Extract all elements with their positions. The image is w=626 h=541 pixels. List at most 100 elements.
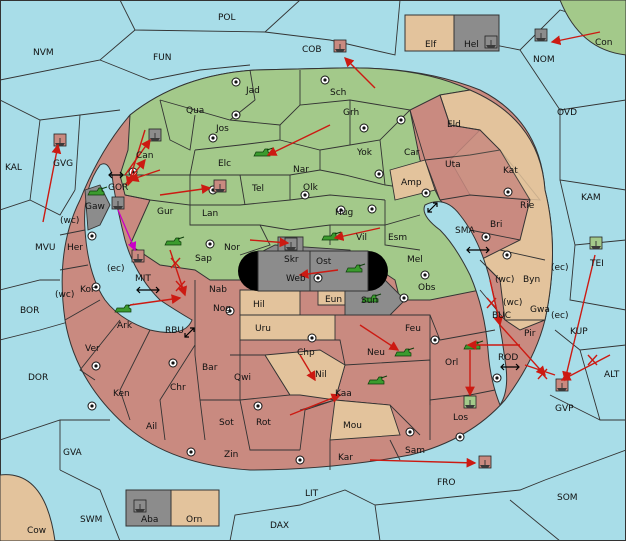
prov-label-uru: Uru [255, 324, 271, 334]
capsule-interior [257, 250, 369, 292]
order-arrow [562, 254, 596, 382]
sea-label-dor: DOR [28, 373, 48, 383]
fleet-unit [148, 128, 162, 142]
prov-label-uta: Uta [445, 160, 461, 170]
prov-label-chp: Chp [297, 348, 315, 358]
inset-aba [125, 489, 172, 527]
orders [42, 31, 611, 468]
sea-label-nom: NOM [533, 55, 555, 65]
failed-marks [170, 257, 598, 380]
supply-center-marker [320, 75, 330, 85]
prov-label-gwa: Gwa [530, 305, 550, 315]
sea-label-cow: Cow [27, 526, 46, 536]
prov-label-sam: Sam [405, 446, 425, 456]
supply-center-marker [231, 77, 241, 87]
province-borders [59, 69, 546, 470]
sea-label-fro: FRO [437, 478, 456, 488]
prov-label-mou: Mou [343, 421, 362, 431]
fleet-unit [484, 35, 498, 49]
prov-label-ver: Ver [85, 344, 100, 354]
prov-label-vil: Vil [356, 233, 367, 243]
order-arrow [489, 279, 503, 327]
prov-label-qua: Qua [186, 106, 204, 116]
coast-label: (ec) [551, 311, 569, 321]
prov-label-her: Her [67, 243, 83, 253]
order-arrow [42, 143, 62, 223]
supply-center-marker [492, 373, 502, 383]
prov-label-kat: Kat [503, 166, 518, 176]
order-arrow [298, 269, 339, 279]
prov-label-ken: Ken [113, 389, 130, 399]
prov-label-amp: Amp [401, 178, 422, 188]
fleet-unit [131, 249, 145, 263]
sea-label-kam: KAM [581, 193, 601, 203]
prov-label-esm: Esm [388, 233, 407, 243]
coast-label: (ec) [107, 264, 125, 274]
order-arrow [344, 57, 376, 89]
prov-label-nor: Nor [224, 243, 240, 253]
prov-label-lan: Lan [202, 209, 218, 219]
prov-label-can: Can [136, 151, 154, 161]
prov-label-obs: Obs [418, 283, 436, 293]
order-arrow [333, 227, 381, 241]
supply-center-marker [421, 188, 431, 198]
supply-center-marker [420, 270, 430, 280]
order-arrow [560, 354, 611, 381]
prov-label-orl: Orl [445, 358, 458, 368]
prov-label-eld: Eld [447, 120, 461, 130]
prov-label-bri: Bri [490, 220, 502, 230]
order-arrow [369, 457, 477, 468]
prov-label-hug: Hug [335, 208, 353, 218]
fleet-unit [53, 133, 67, 147]
supply-center-marker [455, 432, 465, 442]
prov-label-bar: Bar [202, 363, 218, 373]
supply-center-marker [396, 115, 406, 125]
fleet-unit [333, 39, 347, 53]
order-arrow [129, 294, 182, 306]
fleet-unit [463, 395, 477, 409]
prov-label-zin: Zin [224, 450, 238, 460]
sea-label-kal: KAL [5, 163, 22, 173]
order-line [524, 364, 556, 376]
supply-center-marker [205, 239, 215, 249]
prov-label-ail: Ail [146, 422, 157, 432]
order-arrow [266, 124, 331, 156]
fleet-unit [213, 179, 227, 193]
supply-center-marker [208, 133, 218, 143]
order-arrow [289, 393, 342, 416]
supply-center-marker [253, 401, 263, 411]
supply-center-marker [367, 204, 377, 214]
inset-label-aba: Aba [141, 515, 158, 525]
supply-center-marker [168, 358, 178, 368]
sea-label-con: Con [595, 38, 613, 48]
coast-label: (wc) [60, 216, 79, 226]
order-arrow [124, 158, 146, 186]
sea-label-lit: LIT [305, 489, 319, 499]
fleet-unit [284, 237, 298, 251]
prov-label-ost: Ost [316, 257, 332, 267]
sea-label-kup: KUP [570, 327, 588, 337]
prov-label-mel: Mel [407, 255, 423, 265]
sea-label-nvm: NVM [33, 48, 54, 58]
sea-label-rbu: RBU [165, 326, 184, 336]
army-unit [367, 375, 388, 385]
fleet-unit [534, 28, 548, 42]
order-arrow [159, 184, 212, 196]
sea-label-mvu: MVU [35, 243, 56, 253]
prov-label-yok: Yok [356, 148, 373, 158]
army-unit [87, 186, 108, 196]
supply-center-marker [231, 110, 241, 120]
prov-label-byn: Byn [523, 275, 540, 285]
supply-center-marker [502, 250, 512, 260]
inset-elf [404, 14, 455, 52]
prov-label-los: Los [453, 413, 468, 423]
supply-center-marker [374, 169, 384, 179]
prov-label-jos: Jos [215, 124, 229, 134]
lake-mit [84, 163, 193, 333]
supply-center-marker [481, 232, 491, 242]
coast-label: (wc) [55, 290, 74, 300]
sea-label-bor: BOR [20, 306, 39, 316]
prov-label-sot: Sot [219, 418, 234, 428]
prov-label-kaa: Kaa [335, 389, 352, 399]
inset-labels: Elf Hel Aba Orn [141, 40, 479, 525]
